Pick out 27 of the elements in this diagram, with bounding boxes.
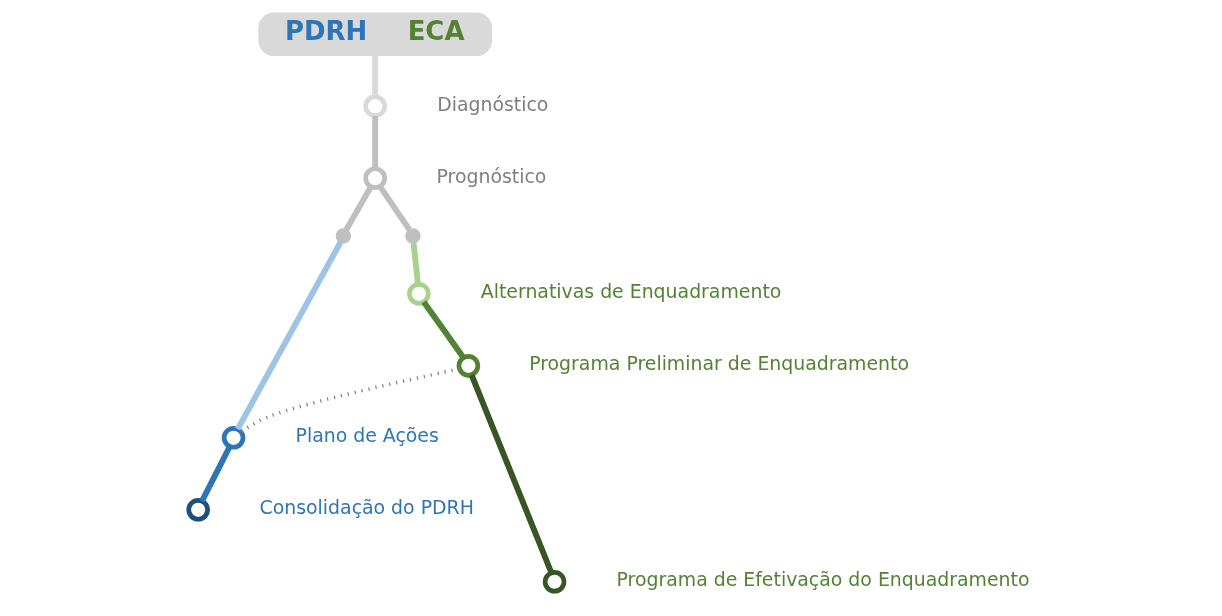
connector <box>239 367 460 434</box>
node-label: Diagnóstico <box>436 92 548 115</box>
connector <box>371 115 378 169</box>
connector <box>343 185 373 231</box>
connector <box>468 374 554 574</box>
node-circle <box>362 94 387 118</box>
node-label: Consolidação do PDRH <box>259 496 474 519</box>
node-label: Programa de Efetivação do Enquadramento <box>616 568 1030 591</box>
node-box: PDRH ECA <box>257 12 492 57</box>
node-label: Programa Preliminar de Enquadramento <box>528 352 909 375</box>
node-circle <box>362 166 387 190</box>
node-circle <box>335 228 351 244</box>
connector <box>410 242 421 285</box>
node-label: Prognóstico <box>436 164 546 187</box>
node-circle <box>185 498 210 522</box>
node-circle <box>406 282 431 306</box>
node-circle <box>542 570 566 594</box>
connector <box>198 445 232 503</box>
node-label: Plano de Ações <box>295 424 439 447</box>
node-circle <box>456 354 480 378</box>
node-circle <box>404 228 421 244</box>
node-circle <box>221 426 245 450</box>
connector <box>371 55 378 97</box>
connector <box>234 241 343 431</box>
connector <box>377 184 412 232</box>
connector <box>420 300 466 360</box>
node-label: Alternativas de Enquadramento <box>480 280 781 303</box>
